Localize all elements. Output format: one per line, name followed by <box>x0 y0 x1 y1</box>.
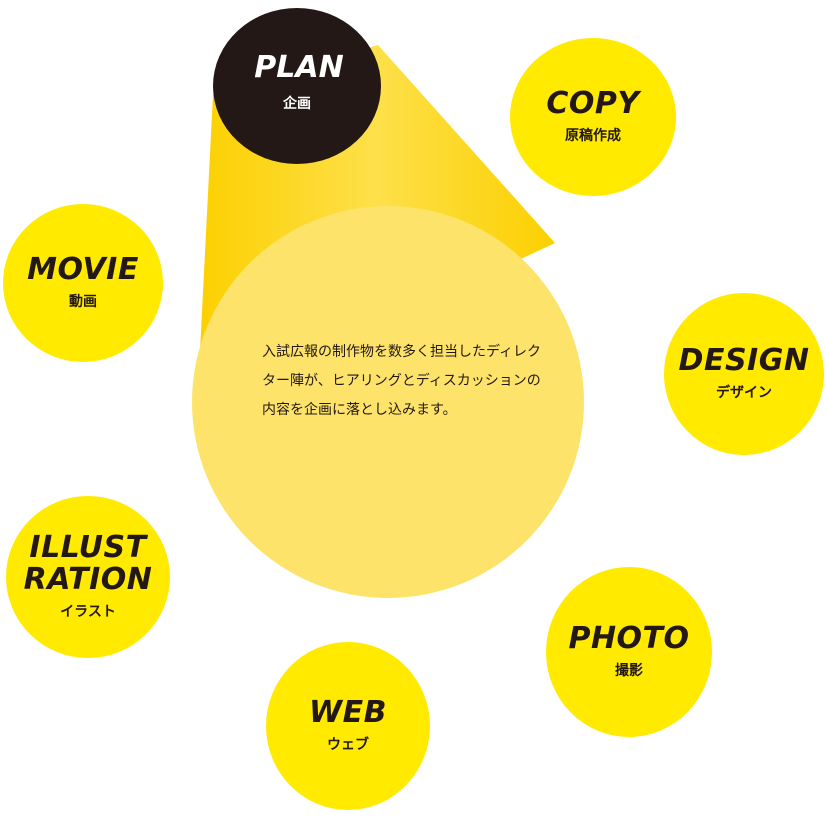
illustration-bubble: ILLUST RATION イラスト <box>6 496 170 658</box>
web-bubble: WEB ウェブ <box>266 642 430 810</box>
illustration-sublabel: イラスト <box>60 604 116 620</box>
copy-label: COPY <box>546 86 640 121</box>
web-label: WEB <box>309 695 387 730</box>
photo-label: PHOTO <box>568 621 690 656</box>
web-sublabel: ウェブ <box>327 737 369 753</box>
illustration-label-line2: RATION <box>23 562 153 597</box>
movie-bubble: MOVIE 動画 <box>3 204 163 362</box>
plan-label: PLAN <box>254 50 343 85</box>
design-label: DESIGN <box>678 343 810 378</box>
illustration-label-line1: ILLUST <box>29 530 147 565</box>
movie-sublabel: 動画 <box>69 294 97 310</box>
plan-circle <box>213 8 381 164</box>
movie-label: MOVIE <box>27 252 139 287</box>
copy-bubble: COPY 原稿作成 <box>510 38 676 196</box>
design-sublabel: デザイン <box>716 385 772 401</box>
photo-sublabel: 撮影 <box>615 663 643 679</box>
copy-sublabel: 原稿作成 <box>565 128 621 144</box>
photo-bubble: PHOTO 撮影 <box>546 567 712 737</box>
plan-description: 入試広報の制作物を数多く担当したディレクター陣が、ヒアリングとディスカッションの… <box>262 344 542 418</box>
plan-sublabel: 企画 <box>282 95 311 112</box>
design-bubble: DESIGN デザイン <box>664 293 824 455</box>
description-circle <box>192 206 584 598</box>
